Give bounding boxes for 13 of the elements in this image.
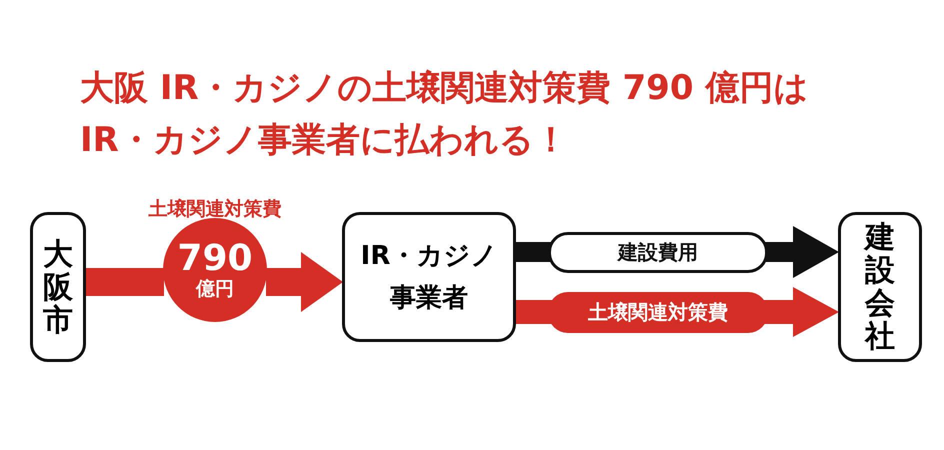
entity-box: [342, 212, 516, 342]
amount-caption: 土壌関連対策費: [148, 197, 282, 222]
entity-box: [30, 212, 86, 362]
entity-name: IR・カジノ事業者: [360, 240, 498, 315]
amount-number: 790: [177, 240, 253, 278]
edge-label: 土壌関連対策費: [548, 292, 768, 333]
amount-unit: 億円: [196, 278, 234, 300]
edge-label: 建設費用: [548, 232, 768, 273]
arrow: [266, 252, 343, 312]
title: 大阪 IR・カジノの土壌関連対策費 790 億円はIR・カジノ事業者に払われる！: [80, 67, 810, 162]
entity-name: 大阪市: [43, 238, 73, 336]
entity-name: 建設会社: [865, 221, 895, 353]
entity-box: [838, 212, 922, 362]
